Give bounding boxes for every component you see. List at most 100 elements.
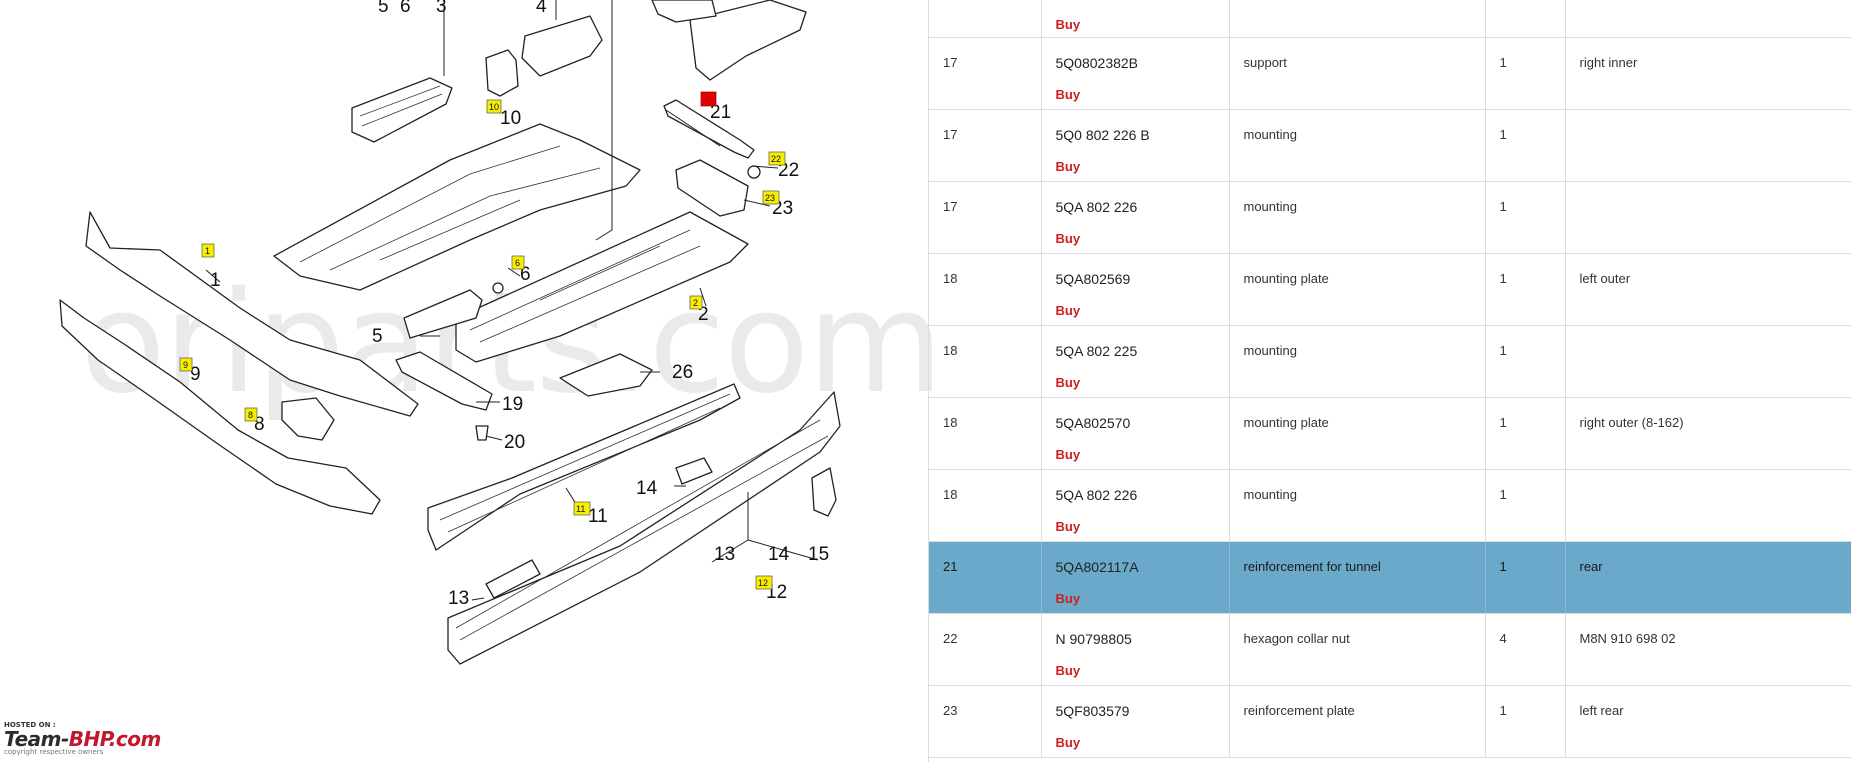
cell-quantity: 1 [1485, 181, 1566, 254]
part-top-bracket[interactable] [651, 0, 717, 23]
cell-note: left rear [1565, 685, 1851, 758]
part-22-nut[interactable] [747, 165, 761, 179]
cell-quantity [1485, 0, 1566, 38]
buy-link[interactable]: Buy [1055, 158, 1081, 174]
cell-item-no: 18 [929, 253, 1042, 326]
hosted-on-text: HOSTED ON : [4, 721, 56, 729]
buy-link[interactable]: Buy [1055, 734, 1081, 750]
buy-link[interactable]: Buy [1055, 446, 1081, 462]
buy-link[interactable]: Buy [1055, 662, 1081, 678]
cell-quantity: 4 [1485, 613, 1566, 686]
cell-part-number: 5QA802117A Buy [1041, 541, 1230, 614]
cell-quantity: 1 [1485, 109, 1566, 182]
part-tunnel-floor[interactable] [273, 123, 641, 291]
part-number: 5QA 802 226 [1055, 486, 1138, 503]
part-number: 5QA802117A [1055, 558, 1139, 575]
cell-item-no: 18 [929, 325, 1042, 398]
part-19[interactable] [395, 351, 493, 411]
cell-item-no: 17 [929, 181, 1042, 254]
cell-note [1565, 0, 1851, 38]
part-21[interactable] [663, 99, 755, 159]
part-14a[interactable] [675, 457, 713, 485]
part-15[interactable] [811, 467, 837, 517]
cell-note: right inner [1565, 37, 1851, 110]
cell-item-no: 22 [929, 613, 1042, 686]
part-10[interactable] [485, 49, 519, 97]
cell-description: hexagon collar nut [1229, 613, 1486, 686]
part-6-clip[interactable] [492, 282, 504, 294]
cell-quantity: 1 [1485, 37, 1566, 110]
buy-link[interactable]: Buy [1055, 590, 1081, 606]
part-9[interactable] [59, 299, 381, 515]
cell-note: right outer (8-162) [1565, 397, 1851, 470]
part-number: 5QA 802 226 [1055, 198, 1138, 215]
cell-description: support [1229, 37, 1486, 110]
cell-item-no: 17 [929, 109, 1042, 182]
cell-quantity: 1 [1485, 325, 1566, 398]
part-4[interactable] [521, 15, 603, 77]
part-11[interactable] [427, 383, 741, 551]
buy-link[interactable]: Buy [1055, 17, 1081, 32]
cell-note: left outer [1565, 253, 1851, 326]
part-number: 5QA802570 [1055, 414, 1131, 431]
cell-quantity: 1 [1485, 469, 1566, 542]
cell-description: mounting plate [1229, 397, 1486, 470]
team-bhp-logo: Team-BHP.com [4, 727, 161, 751]
part-number: 5QA 802 225 [1055, 342, 1138, 359]
cell-quantity: 1 [1485, 253, 1566, 326]
cell-quantity: 1 [1485, 541, 1566, 614]
cell-description: reinforcement plate [1229, 685, 1486, 758]
cell-description: mounting [1229, 181, 1486, 254]
part-26[interactable] [559, 353, 653, 397]
cell-description: mounting plate [1229, 253, 1486, 326]
part-5[interactable] [403, 289, 483, 339]
table-row[interactable]: Buy [929, 0, 1851, 38]
part-top-right[interactable] [689, 0, 807, 81]
part-1[interactable] [85, 211, 419, 417]
cell-part-number: 5Q0 802 226 B Buy [1041, 109, 1230, 182]
cell-note [1565, 181, 1851, 254]
hosted-on-badge: HOSTED ON : Team-BHP.com copyright respe… [4, 722, 161, 756]
cell-item-no: 17 [929, 37, 1042, 110]
buy-link[interactable]: Buy [1055, 302, 1081, 318]
part-20-bolt[interactable] [475, 425, 489, 441]
cell-item-no: 23 [929, 685, 1042, 758]
cell-item-no [929, 0, 1042, 38]
cell-item-no: 21 [929, 541, 1042, 614]
part-number: 5Q0 802 226 B [1055, 126, 1150, 143]
buy-link[interactable]: Buy [1055, 86, 1081, 102]
cell-description: mounting [1229, 325, 1486, 398]
cell-part-number: Buy [1041, 0, 1230, 38]
cell-note [1565, 469, 1851, 542]
cell-note: M8N 910 698 02 [1565, 613, 1851, 686]
part-23[interactable] [675, 159, 749, 217]
cell-description [1229, 0, 1486, 38]
cell-description: reinforcement for tunnel [1229, 541, 1486, 614]
part-floor-pan[interactable] [455, 211, 749, 363]
part-13[interactable] [485, 559, 541, 599]
part-12[interactable] [447, 391, 841, 665]
buy-link[interactable]: Buy [1055, 374, 1081, 390]
cell-quantity: 1 [1485, 397, 1566, 470]
buy-link[interactable]: Buy [1055, 230, 1081, 246]
buy-link[interactable]: Buy [1055, 518, 1081, 534]
part-8[interactable] [281, 397, 335, 441]
part-number: 5QF803579 [1055, 702, 1130, 719]
